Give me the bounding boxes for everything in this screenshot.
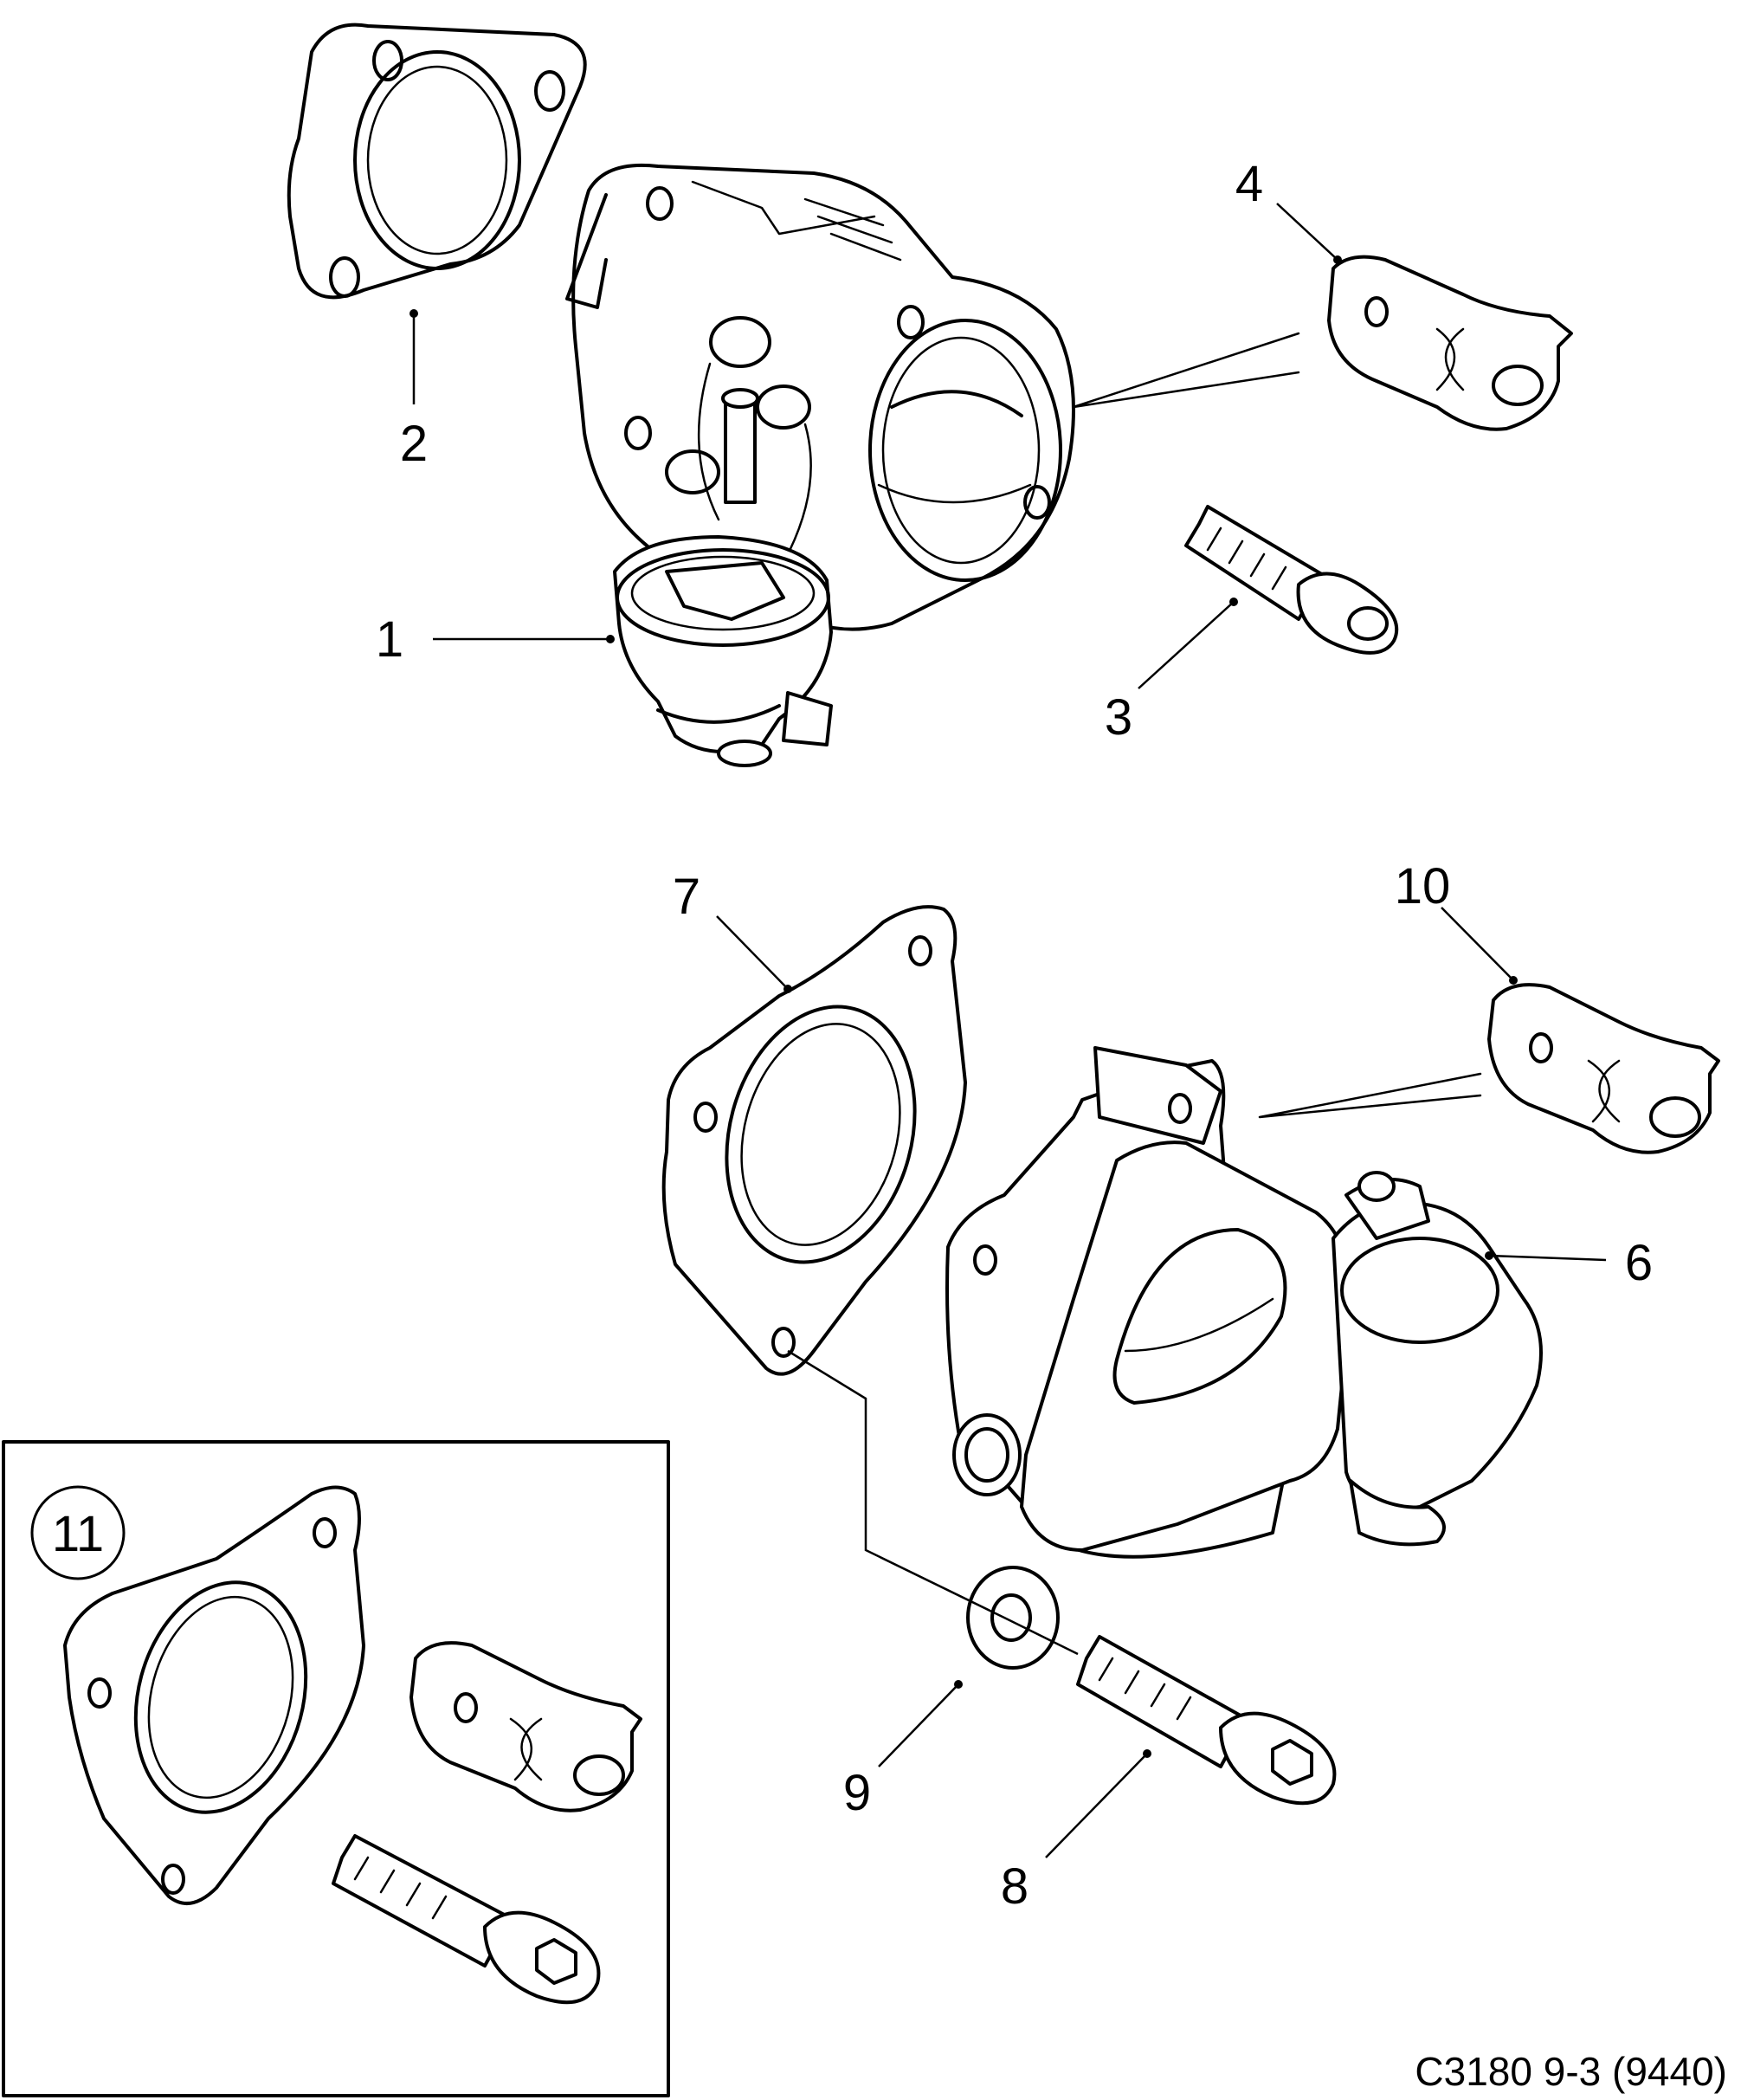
callout-4 (1276, 203, 1342, 264)
kit-11-gasket (63, 1485, 365, 1905)
callout-label-9: 9 (843, 1765, 871, 1821)
part-10-bracket (1487, 983, 1720, 1154)
part-1-valve-housing (565, 163, 1075, 767)
callout-label-7: 7 (673, 869, 700, 925)
part-3-bolt (1184, 505, 1399, 655)
callout-6 (1485, 1251, 1607, 1262)
part-6-valve-housing (945, 1046, 1543, 1559)
part-7-gasket (661, 905, 967, 1376)
callout-label-4: 4 (1235, 156, 1263, 212)
callout-11 (30, 1485, 126, 1580)
guide-lines-4 (1072, 332, 1300, 409)
part-9-washer (966, 1566, 1060, 1670)
kit-11-bracket (409, 1641, 642, 1812)
callout-label-2: 2 (400, 416, 428, 472)
callout-1 (433, 635, 615, 643)
callout-label-11: 11 (52, 1506, 104, 1562)
assembly-path-9 (787, 1349, 1079, 1656)
callout-label-8: 8 (1001, 1858, 1028, 1915)
guide-lines-10 (1258, 1072, 1482, 1119)
callout-9 (878, 1680, 963, 1767)
callout-3 (1138, 598, 1238, 689)
callout-label-10: 10 (1395, 858, 1451, 914)
kit-11-bolt (332, 1834, 601, 2005)
kit-inset-frame (2, 1440, 670, 2097)
callout-8 (1045, 1749, 1151, 1858)
figure-code: C3180 9-3 (9440) (1415, 2049, 1727, 2094)
callout-7 (716, 915, 792, 993)
callout-2 (409, 309, 418, 404)
callout-10 (1441, 907, 1518, 985)
part-4-bracket (1327, 255, 1573, 431)
callout-label-1: 1 (376, 611, 403, 668)
part-2-gasket (287, 23, 587, 300)
part-8-bolt (1076, 1635, 1337, 1806)
callout-label-6: 6 (1625, 1235, 1653, 1291)
callout-label-3: 3 (1105, 689, 1132, 746)
